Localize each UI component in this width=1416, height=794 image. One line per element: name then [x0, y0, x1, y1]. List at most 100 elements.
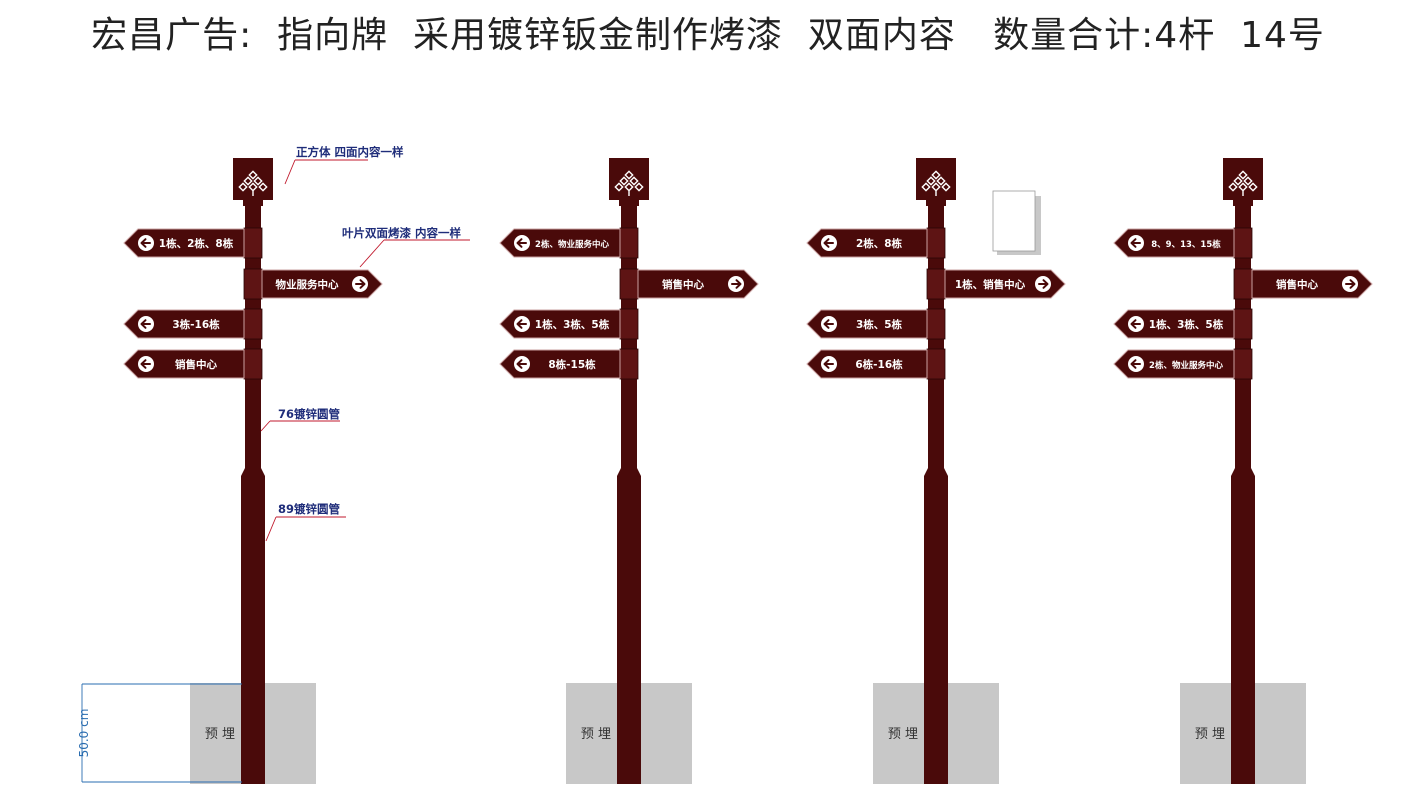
sign-blade-left: [806, 228, 928, 258]
sign-text: 3栋-16栋: [172, 318, 220, 331]
logo-diamond: [243, 176, 253, 186]
logo-diamond: [248, 170, 258, 180]
sign-collar: [926, 268, 946, 300]
sign-collar: [1233, 268, 1253, 300]
sign-collar: [619, 348, 639, 380]
arrow-glyph: [516, 319, 527, 329]
sign-collar: [243, 308, 263, 340]
direction-sign: 销售中心: [1233, 268, 1373, 300]
cube-neck: [619, 198, 639, 206]
direction-sign: 2栋、物业服务中心: [1113, 348, 1253, 380]
pipe89-annotation-label: 89镀锌圆管: [278, 502, 341, 516]
arrow-glyph: [1130, 319, 1141, 329]
foundation-label: 预 埋: [1195, 727, 1225, 742]
direction-sign: 2栋、8栋: [806, 227, 946, 259]
sign-collar: [619, 308, 639, 340]
sign-blade-right: [261, 269, 383, 299]
cube-neck: [243, 198, 263, 206]
paper-sheet: [992, 190, 1036, 252]
sign-blade-left: [123, 349, 245, 379]
sign-collar: [926, 308, 946, 340]
sign-collar: [243, 227, 263, 259]
pipe89-annotation-leader: [265, 516, 277, 542]
arrow-glyph: [140, 319, 151, 329]
logo-diamond: [1238, 182, 1248, 192]
lower-pipe: [924, 468, 948, 784]
sign-text: 2栋、8栋: [856, 237, 903, 250]
logo-diamond: [614, 182, 624, 192]
arrow-glyph: [140, 238, 151, 248]
blade-annotation-label: 叶片双面烤漆 内容一样: [342, 226, 462, 240]
sign-blade-left: [806, 349, 928, 379]
direction-sign: 1栋、销售中心: [926, 268, 1066, 300]
arrow-glyph: [1345, 279, 1356, 289]
sign-text: 销售中心: [1276, 278, 1318, 291]
paper-note: [992, 190, 1041, 255]
direction-sign: 销售中心: [619, 268, 759, 300]
logo-diamond: [258, 182, 268, 192]
arrow-glyph: [823, 319, 834, 329]
arrow-glyph: [1130, 359, 1141, 369]
logo-diamond: [941, 182, 951, 192]
logo-diamond: [634, 182, 644, 192]
sign-blade-left: [123, 309, 245, 339]
logo-diamond: [1233, 176, 1243, 186]
lower-pipe: [241, 468, 265, 784]
logo-diamond: [624, 182, 634, 192]
sign-text: 物业服务中心: [276, 278, 339, 291]
arrow-glyph: [823, 359, 834, 369]
sign-blade-right: [944, 269, 1066, 299]
logo-diamond: [1243, 176, 1253, 186]
foundation-label: 预 埋: [581, 727, 611, 742]
direction-sign: 8、9、13、15栋: [1113, 227, 1253, 259]
logo-diamond: [931, 170, 941, 180]
blade-annotation-leader: [359, 239, 385, 268]
logo-diamond: [248, 182, 258, 192]
sign-blade-left: [1113, 309, 1235, 339]
logo-diamond: [931, 182, 941, 192]
sign-collar: [1233, 227, 1253, 259]
cube-annotation-label: 正方体 四面内容一样: [296, 145, 404, 159]
arrow-glyph: [516, 359, 527, 369]
sign-collar: [619, 268, 639, 300]
logo-diamond: [1248, 182, 1258, 192]
pipe76-annotation-label: 76镀锌圆管: [278, 407, 341, 421]
sign-blade-left: [1113, 349, 1235, 379]
sign-collar: [1233, 348, 1253, 380]
direction-sign: 6栋-16栋: [806, 348, 946, 380]
sign-blade-right: [637, 269, 759, 299]
sign-collar: [1233, 308, 1253, 340]
direction-sign: 3栋、5栋: [806, 308, 946, 340]
foundation-label: 预 埋: [205, 727, 235, 742]
sign-text: 8、9、13、15栋: [1151, 239, 1221, 250]
sign-text: 销售中心: [175, 358, 217, 371]
sign-text: 1栋、3栋、5栋: [535, 318, 610, 331]
sign-text: 1栋、销售中心: [955, 278, 1026, 291]
cube-neck: [926, 198, 946, 206]
arrow-glyph: [823, 238, 834, 248]
direction-sign: 1栋、3栋、5栋: [499, 308, 639, 340]
sign-blade-left: [806, 309, 928, 339]
dimension-marker: 50.0 cm: [77, 683, 242, 783]
sign-collar: [926, 348, 946, 380]
foundation-label: 预 埋: [888, 727, 918, 742]
sign-text: 2栋、物业服务中心: [535, 239, 609, 250]
sign-collar: [243, 268, 263, 300]
logo-diamond: [926, 176, 936, 186]
direction-sign: 2栋、物业服务中心: [499, 227, 639, 259]
sign-text: 销售中心: [662, 278, 704, 291]
arrow-glyph: [355, 279, 366, 289]
logo-diamond: [624, 170, 634, 180]
direction-sign: 1栋、3栋、5栋: [1113, 308, 1253, 340]
sign-blade-left: [499, 349, 621, 379]
sign-blade-right: [1251, 269, 1373, 299]
logo-diamond: [921, 182, 931, 192]
logo-diamond: [1238, 170, 1248, 180]
logo-diamond: [253, 176, 263, 186]
pipe76-annotation-leader: [260, 420, 271, 432]
